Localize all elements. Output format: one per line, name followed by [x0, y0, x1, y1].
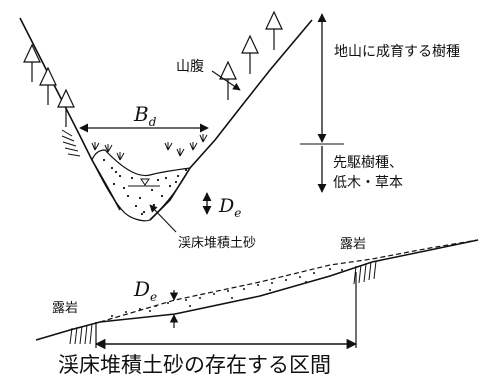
tree-icon	[219, 60, 237, 100]
water-marker-icon	[140, 178, 150, 186]
stipple-dot	[176, 174, 180, 178]
profile-deposit-dots	[111, 268, 343, 317]
tree-icon	[39, 66, 57, 105]
stipple-dot	[341, 269, 343, 271]
stipple-dot	[111, 315, 113, 317]
grass-tufts	[91, 134, 208, 161]
stipple-dot	[174, 180, 178, 184]
stipple-dot	[231, 297, 233, 299]
tree-icon	[23, 43, 41, 82]
stipple-dot	[213, 293, 215, 295]
hillside-leader	[211, 70, 241, 91]
de2-label: De	[133, 277, 157, 304]
stipple-dot	[118, 174, 122, 178]
de-label: De	[218, 195, 241, 220]
stipple-dot	[150, 188, 154, 192]
trees	[23, 10, 283, 127]
stipple-dot	[110, 166, 114, 170]
stipple-dot	[257, 284, 259, 286]
stipple-dot	[185, 299, 187, 301]
stipple-dot	[125, 311, 127, 313]
stipple-dot	[130, 176, 134, 180]
valley-deposit-outline	[91, 149, 192, 222]
stipple-dot	[168, 184, 172, 188]
native-species-label: 地山に成育する樹種	[334, 44, 460, 60]
pioneer-species-label: 先駆樹種、	[333, 155, 403, 171]
stipple-dot	[139, 308, 141, 310]
stipple-dot	[112, 182, 116, 186]
stipple-dot	[134, 204, 138, 208]
stipple-dot	[126, 194, 130, 198]
right-slope-line	[149, 19, 313, 221]
deposit-surface-dashed	[99, 239, 479, 323]
deposit-dots	[102, 158, 188, 216]
deposit-label: 渓床堆積土砂	[178, 236, 256, 251]
hillside-label: 山腹	[176, 58, 204, 75]
stipple-dot	[227, 290, 229, 292]
stipple-dot	[313, 272, 315, 274]
outcrop-hatch-left	[69, 323, 93, 345]
valley-cross-section: Bd 山腹 De 渓床堆積土砂	[19, 10, 313, 251]
stipple-dot	[138, 196, 142, 200]
outcrop-hatch-top	[61, 129, 81, 157]
stipple-dot	[160, 194, 164, 198]
bedrock-line	[35, 239, 479, 341]
deposit-leader	[149, 204, 177, 233]
stipple-dot	[271, 282, 273, 284]
tree-icon	[241, 34, 259, 74]
stipple-dot	[189, 305, 191, 307]
stipple-dot	[149, 310, 151, 312]
section-caption: 渓床堆積土砂の存在する区間	[58, 353, 331, 377]
outcrop-label-right: 露岩	[340, 237, 366, 252]
stipple-dot	[199, 297, 201, 299]
stipple-dot	[155, 305, 157, 307]
stipple-dot	[122, 186, 126, 190]
stipple-dot	[269, 289, 271, 291]
stipple-dot	[140, 212, 144, 216]
bd-label: Bd	[133, 102, 157, 129]
stipple-dot	[152, 203, 156, 207]
stipple-dot	[285, 279, 287, 281]
stipple-dot	[299, 276, 301, 278]
stipple-dot	[164, 176, 168, 180]
stipple-dot	[305, 281, 307, 283]
tree-icon	[265, 10, 283, 50]
stipple-dot	[184, 168, 188, 172]
stipple-dot	[329, 268, 331, 270]
outcrop-label-left: 露岩	[52, 301, 78, 316]
outcrop-hatch-right	[353, 260, 377, 285]
right-vertical-dimension: 地山に成育する樹種 先駆樹種、 低木・草本	[300, 13, 460, 193]
shrub-grass-label: 低木・草本	[333, 175, 403, 191]
stipple-dot	[114, 170, 118, 174]
stipple-dot	[156, 178, 160, 182]
tree-icon	[57, 88, 75, 127]
left-slope-line	[19, 17, 121, 211]
stipple-dot	[243, 288, 245, 290]
stipple-dot	[142, 210, 146, 214]
longitudinal-profile: 露岩 露岩 De 渓床堆積土砂の存在する区間	[35, 237, 479, 377]
stipple-dot	[102, 158, 106, 162]
stipple-dot	[167, 302, 169, 304]
